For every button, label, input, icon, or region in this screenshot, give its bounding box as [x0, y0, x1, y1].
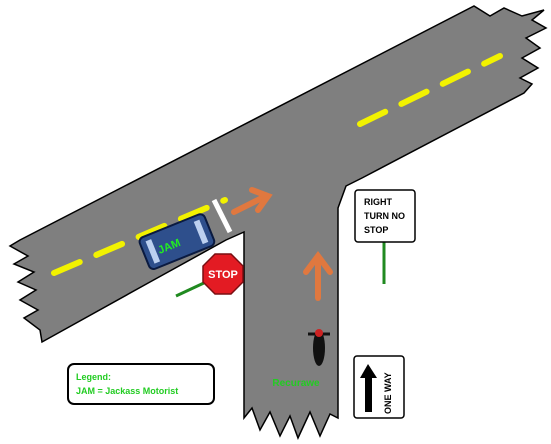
main-road: [8, 5, 548, 440]
stop-sign-post: [175, 280, 207, 298]
motorcycle-label: Recurawe: [272, 378, 320, 389]
center-line: [51, 197, 228, 276]
legend-entry: JAM = Jackass Motorist: [76, 386, 178, 396]
stop-line: [211, 198, 233, 234]
legend-title: Legend:: [76, 372, 111, 382]
legend-box: [67, 363, 215, 405]
right-turn-sign: [354, 189, 416, 243]
turn-arrow: [231, 187, 273, 215]
one-way-sign: [353, 355, 405, 419]
center-line-far: [357, 53, 503, 127]
right-turn-line-2: TURN NO: [364, 211, 405, 221]
stop-sign-label: STOP: [208, 269, 238, 281]
up-arrow-icon: [360, 364, 377, 412]
motorcycle: [308, 329, 330, 366]
straight-arrow: [303, 251, 333, 301]
right-turn-line-1: RIGHT: [364, 197, 393, 207]
stop-sign: [202, 253, 244, 295]
one-way-label: ONE WAY: [383, 372, 393, 414]
right-turn-line-3: STOP: [364, 225, 388, 235]
jam-car: JAM: [138, 213, 216, 270]
